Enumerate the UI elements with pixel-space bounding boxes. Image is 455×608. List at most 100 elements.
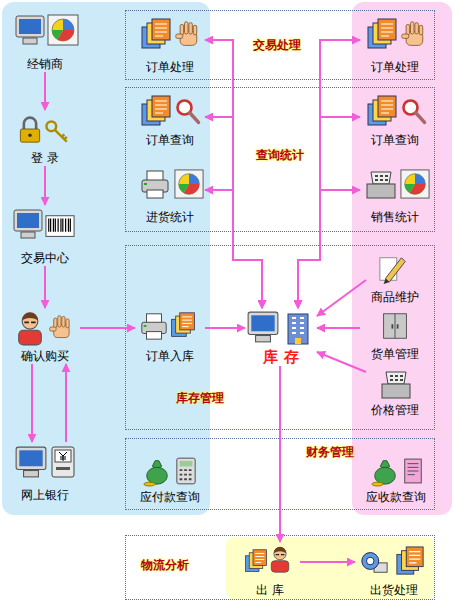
icon-node: 价格管理 [360, 366, 430, 418]
node-label: 交易中心 [21, 251, 69, 266]
group-box: 交易处理订单处理 订单处理 [125, 10, 435, 80]
icon-node: 订单查询 [135, 92, 205, 148]
key-icon [46, 121, 66, 141]
group-heading: 交易处理 [232, 37, 322, 53]
printer-icon [142, 171, 168, 198]
computer-icon [16, 447, 46, 477]
documents-icon [142, 96, 170, 125]
money-bag-icon [144, 461, 167, 486]
icon-node: 确认购买 [10, 308, 80, 364]
node-label: 订单查询 [146, 133, 194, 148]
printer-icon [142, 314, 166, 339]
documents-icon [246, 550, 267, 572]
documents-icon [142, 19, 170, 48]
magnifier-icon [404, 101, 425, 123]
group-box: 物流分析出 库出货处理 [125, 535, 435, 600]
documents-icon [368, 19, 396, 48]
node-label: 库 存 [263, 348, 298, 366]
node-label: 价格管理 [371, 403, 419, 418]
flow-arrow [205, 327, 245, 329]
icon-node: 网上银行 [10, 442, 80, 503]
icon-node: 订单查询 [360, 92, 430, 148]
chart-icon [175, 170, 203, 198]
icon-node: 货单管理 [360, 308, 430, 362]
node-label: 订单查询 [371, 133, 419, 148]
hand-icon [50, 316, 70, 338]
node-label: 订单入库 [146, 349, 194, 364]
icon-node: 登 录 [10, 110, 80, 166]
lock-icon [20, 118, 39, 143]
icon-node: 出 库 [240, 542, 300, 598]
flow-arrow [298, 40, 360, 308]
barcode-icon [46, 216, 74, 237]
documents-icon [368, 96, 396, 125]
building-icon [288, 314, 308, 344]
icon-node: 应付款查询 [132, 452, 207, 505]
flow-arrow [317, 352, 366, 372]
flow-arrow [279, 366, 281, 542]
group-heading: 物流分析 [120, 557, 210, 573]
person-icon [19, 312, 42, 345]
chart-icon [401, 170, 429, 198]
icon-node: 销售统计 [360, 165, 430, 225]
group-box: 查询统计 订单查询 订单查询进货统计 销售统计 [125, 87, 435, 232]
computer-icon [248, 312, 278, 342]
documents-icon [397, 547, 423, 574]
tape-icon [362, 553, 387, 573]
icon-node: 交易中心 [10, 205, 80, 266]
node-label: 经销商 [27, 57, 63, 72]
flow-arrow [317, 280, 366, 316]
group-box: 财务管理应付款查询 应收款查询 [125, 438, 435, 510]
register-icon [382, 372, 410, 398]
node-label: 应收款查询 [366, 490, 426, 505]
documents-icon [172, 313, 195, 337]
register-icon [367, 172, 395, 198]
node-label: 商品维护 [371, 290, 419, 305]
group-heading: 财务管理 [285, 444, 375, 460]
edit-icon [380, 258, 405, 284]
icon-node: 出货处理 [355, 542, 433, 598]
node-label: 订单处理 [371, 60, 419, 75]
flow-arrow [298, 117, 360, 308]
flow-arrow [205, 117, 262, 308]
flow-arrow [80, 327, 135, 329]
node-label: 应付款查询 [140, 490, 200, 505]
flow-arrow [317, 327, 360, 329]
computer-icon [14, 210, 42, 238]
icon-node: 进货统计 [135, 165, 205, 225]
cabinet-icon [384, 314, 407, 339]
node-label: 网上银行 [21, 488, 69, 503]
group-heading: 库存管理 [155, 390, 245, 406]
flow-arrow [205, 190, 262, 308]
node-label: 登 录 [31, 151, 59, 166]
magnifier-icon [178, 101, 199, 123]
hand-icon [176, 22, 197, 46]
group-heading: 查询统计 [235, 147, 325, 163]
payment-icon [52, 447, 74, 477]
calculator-icon [177, 458, 195, 484]
icon-node: 订单处理 [135, 15, 205, 75]
flow-arrow [44, 72, 46, 110]
money-bag-icon [372, 461, 395, 486]
flow-arrow [44, 166, 46, 205]
flow-arrow [44, 266, 46, 308]
node-label: 销售统计 [371, 210, 419, 225]
icon-node: 库 存 [245, 308, 317, 366]
person-icon [271, 547, 289, 572]
node-label: 货单管理 [371, 347, 419, 362]
node-label: 出 库 [256, 583, 284, 598]
node-label: 订单处理 [146, 60, 194, 75]
computer-icon [16, 16, 44, 44]
icon-node: 经销商 [10, 10, 80, 72]
group-box: 库存管理 商品维护订单入库 库 存 货单管理价格管理 [125, 245, 435, 430]
flow-arrow [298, 190, 360, 308]
icon-node: 应收款查询 [358, 452, 434, 505]
receipt-icon [405, 459, 422, 483]
logistics-highlight [226, 537, 434, 599]
flow-arrow [300, 561, 355, 563]
flow-arrow [31, 364, 33, 442]
flow-arrow [205, 40, 262, 308]
node-label: 确认购买 [21, 349, 69, 364]
node-label: 进货统计 [146, 210, 194, 225]
